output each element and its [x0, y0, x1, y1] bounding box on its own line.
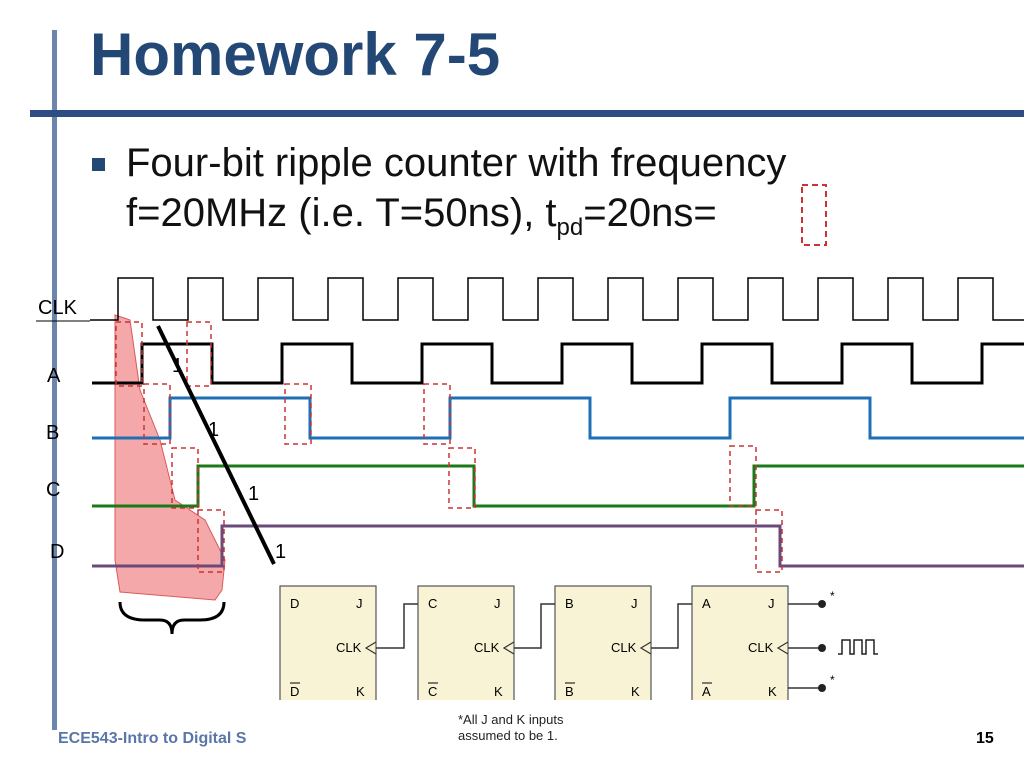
flipflop-c: C J CLK C K [417, 585, 515, 700]
j-input-dot [818, 600, 826, 608]
delay-box [197, 509, 225, 573]
title-accent-horizontal-bar [30, 110, 1024, 117]
bullet-line-2-post: =20ns= [583, 191, 717, 235]
signal-c-waveform [92, 464, 1024, 508]
label-d: D [50, 541, 64, 563]
circuit-note: *All J and K inputs assumed to be 1. [458, 712, 608, 744]
bullet-line-1: Four-bit ripple counter with frequency [126, 141, 787, 185]
ff-k-label: K [631, 684, 640, 699]
delay-box [729, 445, 757, 507]
note-line-1: *All J and K inputs [458, 712, 564, 727]
label-clk: CLK [38, 297, 78, 319]
delay-box [171, 447, 199, 509]
ff-qbar-label: B [565, 684, 574, 699]
ff-clk-label: CLK [336, 640, 362, 655]
label-a: A [47, 365, 61, 387]
k-input-dot [818, 684, 826, 692]
clk-waveform [90, 277, 1024, 321]
flipflop-b: B J CLK B K [554, 585, 652, 700]
propagation-delay-highlight [114, 314, 226, 601]
one-label: 1 [248, 483, 259, 505]
curly-brace [118, 601, 226, 635]
ff-q-label: D [290, 596, 299, 611]
ff-k-label: K [356, 684, 365, 699]
clk-input-dot [818, 644, 826, 652]
ff-qbar-label: A [702, 684, 711, 699]
label-b: B [46, 422, 59, 444]
delay-box [423, 383, 451, 445]
delay-boxes [115, 321, 783, 573]
ff-k-label: K [768, 684, 777, 699]
bullet-line-2-pre: f=20MHz (i.e. T=50ns), t [126, 191, 557, 235]
ff-q-label: B [565, 596, 574, 611]
delay-box [143, 383, 171, 445]
ff-j-label: J [768, 596, 775, 611]
ff-clk-label: CLK [748, 640, 774, 655]
ff-qbar-label: C [428, 684, 437, 699]
ff-j-label: J [494, 596, 501, 611]
ff-k-label: K [494, 684, 503, 699]
label-c: C [46, 479, 60, 501]
bullet-line-2: f=20MHz (i.e. T=50ns), tpd=20ns= [126, 188, 786, 253]
flipflop-circuit: D J CLK D K C J CLK C K B J CLK B K [279, 585, 878, 700]
flipflop-d: D J CLK D K [279, 585, 377, 700]
ff-q-label: A [702, 596, 711, 611]
signal-a-waveform [92, 342, 1024, 385]
ff-j-label: J [631, 596, 638, 611]
page-number: 15 [976, 730, 994, 747]
clock-pulse-icon [838, 639, 878, 655]
delay-box [115, 321, 143, 387]
timing-diagram: CLK A B C D 1 1 1 1 D J CLK D [36, 277, 1024, 700]
tpd-dashed-box [801, 184, 827, 246]
delay-box [186, 321, 212, 387]
ff-clk-label: CLK [474, 640, 500, 655]
slide-title: Homework 7-5 [90, 21, 501, 88]
ff-j-label: J [356, 596, 363, 611]
star-mark: * [830, 589, 835, 603]
one-label: 1 [275, 541, 286, 563]
title-accent-vertical-bar [52, 30, 57, 730]
note-line-2: assumed to be 1. [458, 728, 558, 743]
one-label: 1 [208, 419, 219, 441]
slide-footer: ECE543-Intro to Digital S [58, 730, 247, 747]
delay-box [284, 383, 312, 445]
delay-box [448, 447, 476, 509]
ripple-diagonal-line [156, 325, 276, 565]
ff-q-label: C [428, 596, 437, 611]
signal-d-waveform [92, 524, 1024, 568]
ff-clk-label: CLK [611, 640, 637, 655]
one-label: 1 [172, 355, 183, 377]
tpd-subscript: pd [556, 214, 584, 241]
signal-b-waveform [92, 396, 1024, 440]
ff-qbar-label: D [290, 684, 299, 699]
connecting-wires [376, 603, 822, 689]
delay-box [755, 509, 783, 573]
bullet-text: Four-bit ripple counter with frequency f… [126, 138, 786, 253]
flipflop-a: A J CLK A K [691, 585, 789, 700]
star-mark: * [830, 673, 835, 687]
bullet-square-icon [92, 158, 105, 171]
